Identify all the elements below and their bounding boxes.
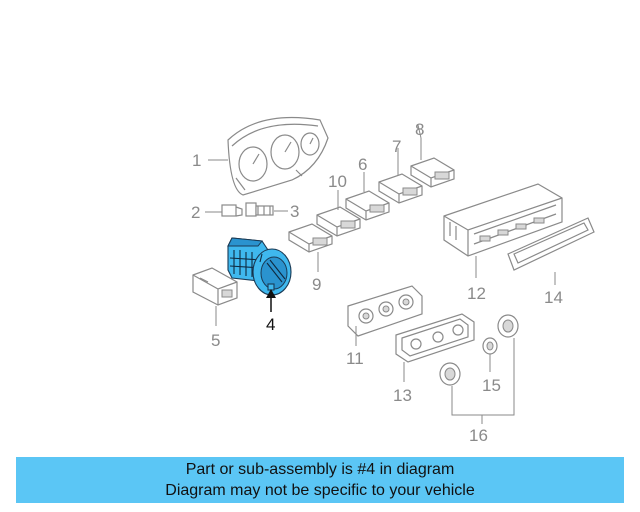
switch-part-2[interactable] [221,204,243,217]
banner-line-disclaimer: Diagram may not be specific to your vehi… [165,482,475,499]
knob-part-16b[interactable] [497,314,519,338]
knob-part-16a[interactable] [439,362,461,386]
callout-9: 9 [312,275,321,294]
callout-4: 4 [266,315,275,334]
callout-12: 12 [467,284,486,303]
callout-15: 15 [482,376,501,395]
callout-1: 1 [192,151,201,170]
climate-control-part-12[interactable] [443,183,563,257]
switch-part-5[interactable] [192,267,238,306]
knob-part-15[interactable] [482,337,498,355]
callout-14: 14 [544,288,563,307]
callout-13: 13 [393,386,412,405]
trim-frame-part-14[interactable] [507,217,595,271]
switch-part-10[interactable] [316,206,361,237]
switch-part-8[interactable] [410,157,455,188]
instrument-cluster-part[interactable] [227,116,329,196]
hvac-panel-part-11[interactable] [347,285,423,337]
callout-6: 6 [358,155,367,174]
connector-part-3[interactable] [245,202,274,217]
switch-part-6[interactable] [345,190,390,221]
callout-7: 7 [392,137,401,156]
callout-16: 16 [469,426,488,445]
callout-8: 8 [415,120,424,139]
callout-2: 2 [191,203,200,222]
switch-part-9[interactable] [288,223,333,253]
headlight-switch-part-4[interactable] [227,237,292,296]
callout-11: 11 [346,349,364,368]
switch-part-7[interactable] [378,173,423,204]
info-banner: Part or sub-assembly is #4 in diagram Di… [16,457,624,503]
callout-10: 10 [328,172,347,191]
callout-4-arrow [266,289,276,312]
callout-5: 5 [211,331,220,350]
callout-3: 3 [290,202,299,221]
parts-diagram: 1 2 3 4 5 6 7 8 9 10 11 12 13 14 15 16 [191,116,595,445]
control-panel-part-13[interactable] [395,313,475,363]
banner-line-part-number: Part or sub-assembly is #4 in diagram [185,461,455,478]
